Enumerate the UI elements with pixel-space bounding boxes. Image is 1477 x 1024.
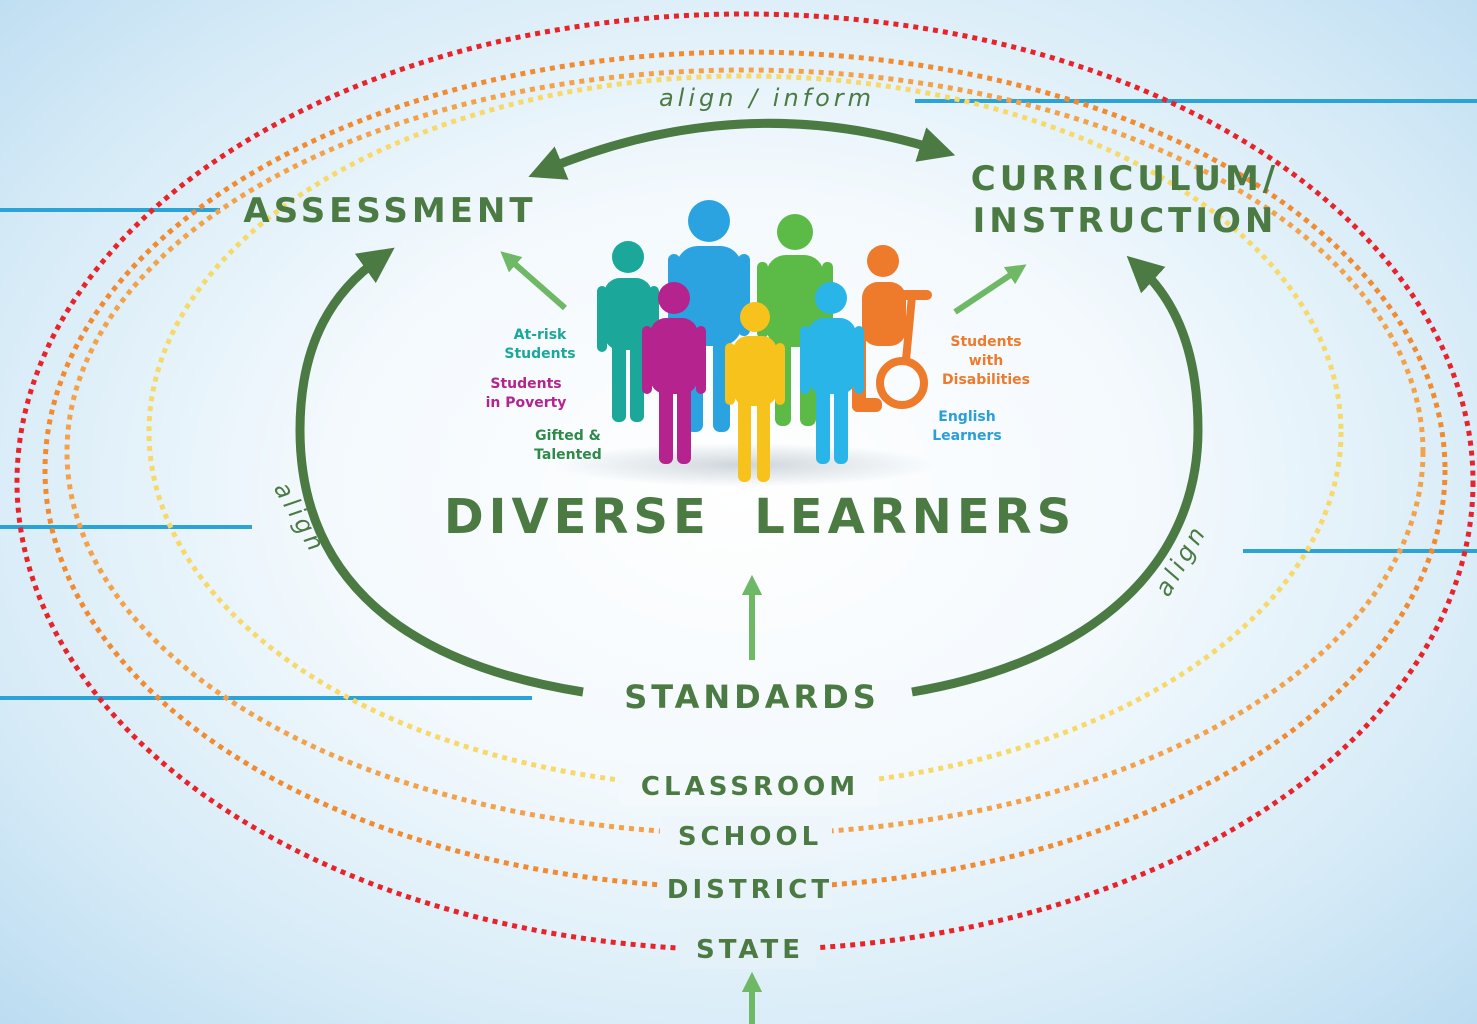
learner-group-labels: At-risk Students Students in Poverty Gif… [486,327,1030,463]
level-district: DISTRICT [667,875,833,905]
standards-label: STANDARDS [624,678,880,716]
gifted-label-line1: Gifted & [535,428,601,444]
arrow-to-assessment [500,251,567,311]
diverse-learners-group [555,200,935,487]
level-state: STATE [696,935,804,965]
ring-school [64,67,1426,837]
learner-arrows [500,251,1027,1024]
ring-classroom [146,73,1344,791]
person-magenta-icon [642,282,706,464]
disabilities-label-line2: with [969,353,1003,369]
right-align-arrow [911,255,1203,697]
person-yellow-icon [725,302,785,482]
disabilities-label-line1: Students [950,334,1021,350]
assessment-label: ASSESSMENT [243,191,536,231]
gifted-label-line2: Talented [534,447,602,463]
diverse-learners-title: DIVERSE LEARNERS [444,489,1076,545]
curriculum-label-line1: CURRICULUM/ [971,159,1279,199]
at-risk-label-line1: At-risk [514,327,567,343]
align-left-label: align [268,477,331,559]
level-classroom: CLASSROOM [641,772,859,802]
person-teal-icon [597,241,659,422]
at-risk-label-line2: Students [504,346,575,362]
person-cyan-icon [800,282,864,464]
english-label-line2: Learners [932,428,1001,444]
curriculum-label-line2: INSTRUCTION [973,201,1278,241]
poverty-label-line2: in Poverty [486,395,567,411]
disabilities-label-line3: Disabilities [942,372,1030,388]
level-school: SCHOOL [678,822,822,852]
alignment-arrows [295,118,1203,697]
align-inform-arrow [528,118,956,180]
poverty-label-line1: Students [490,376,561,392]
english-label-line1: English [938,409,995,425]
level-label-pads [620,766,878,969]
left-align-arrow [295,247,584,697]
arrow-to-curriculum [953,264,1027,315]
align-inform-label: align / inform [659,84,875,112]
